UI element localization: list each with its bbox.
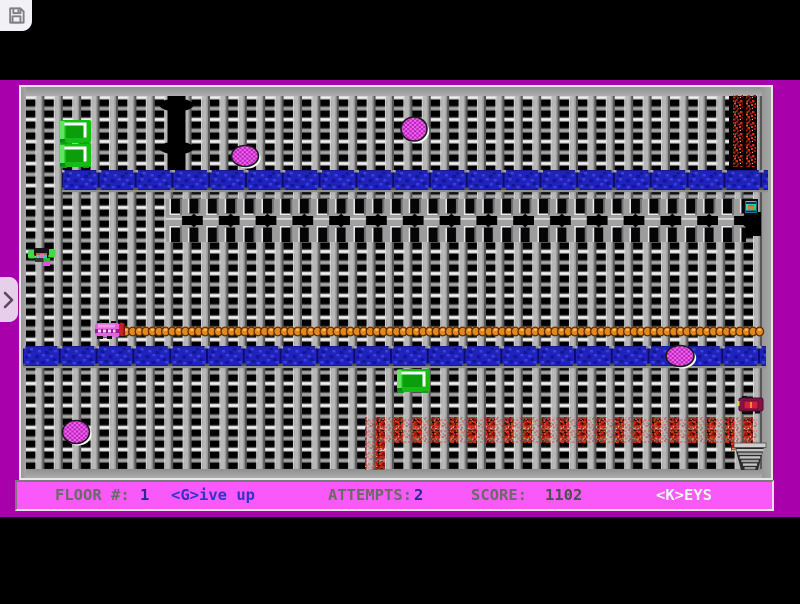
girder-grate — [26, 96, 762, 469]
status-score_value: 1102 — [545, 486, 583, 504]
chevron-right-icon — [3, 291, 14, 308]
wall — [21, 87, 26, 478]
wall — [21, 87, 771, 96]
status-floor_label: FLOOR #: — [55, 486, 130, 504]
hole-bulge — [159, 141, 194, 155]
magenta-ball — [665, 344, 697, 369]
blue-bar — [23, 346, 766, 366]
sidebar-toggle-button[interactable] — [0, 277, 18, 322]
red-hazard — [746, 95, 756, 167]
blue-bar-shadow — [23, 366, 766, 369]
status-floor_value: 1 — [140, 486, 150, 504]
red-hazard — [733, 95, 743, 167]
red-hazard-overlay — [365, 441, 385, 470]
red-cart-sprite — [737, 396, 764, 414]
hole-bulge — [159, 98, 194, 112]
magenta-ball — [230, 144, 261, 169]
status-bar: FLOOR #: 1 <G>ive up ATTEMPTS:2 SCORE: 1102 <K… — [15, 480, 774, 511]
status-attempts_value: 2 — [414, 486, 424, 504]
green-block — [397, 369, 430, 393]
red-hazard-overlay — [365, 417, 757, 443]
playfield-border — [19, 85, 773, 480]
status-keys_label: <K>EYS — [656, 486, 712, 504]
wall — [21, 469, 771, 478]
pink-vehicle-sprite — [95, 321, 125, 339]
floppy-icon — [8, 7, 25, 24]
save-button[interactable] — [0, 0, 32, 31]
trashcan-sprite — [733, 442, 767, 470]
monitor-tile — [744, 199, 758, 215]
status-giveup_label[interactable]: <G>ive up — [171, 486, 255, 504]
blue-bar — [62, 170, 768, 190]
chain-rope — [121, 326, 765, 337]
band-staples — [166, 199, 746, 242]
magenta-ball — [400, 116, 430, 143]
blue-bar-shadow — [62, 190, 768, 193]
wall — [762, 87, 771, 478]
green-block — [60, 120, 91, 144]
status-attempts_label: ATTEMPTS: — [328, 486, 412, 504]
green-block — [60, 144, 91, 168]
hole — [745, 212, 761, 236]
magenta-ball — [61, 419, 92, 446]
creature-sprite — [28, 248, 56, 266]
status-score_label: SCORE: — [471, 486, 527, 504]
